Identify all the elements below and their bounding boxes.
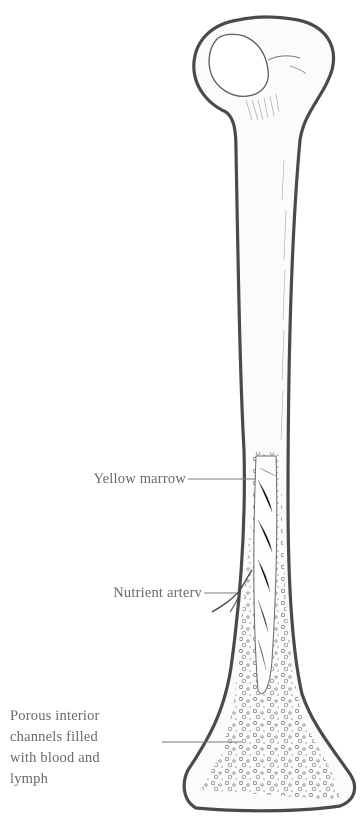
yellow-marrow-label: Yellow marrow bbox=[0, 469, 186, 489]
porous-interior-label-line-3: with blood and bbox=[10, 748, 100, 769]
porous-interior-label-line-1: Porous interior bbox=[10, 706, 100, 727]
porous-interior-label: Porous interior channels filled with blo… bbox=[10, 706, 100, 790]
porous-interior-label-line-2: channels filled bbox=[10, 727, 100, 748]
nutrient-artery-label: Nutrient arterv bbox=[0, 583, 202, 603]
porous-interior-label-line-4: lymph bbox=[10, 769, 100, 790]
